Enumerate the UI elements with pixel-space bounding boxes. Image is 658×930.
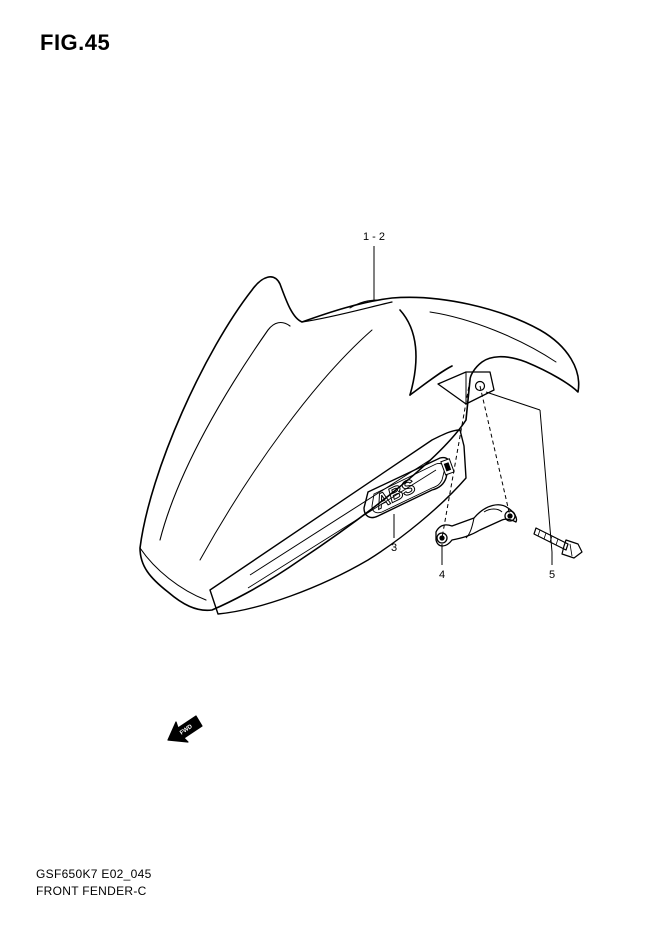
figure-title: FIG.45 bbox=[40, 30, 111, 55]
section-name: FRONT FENDER-C bbox=[36, 884, 147, 898]
callout-1-2: 1 - 2 bbox=[363, 231, 385, 243]
assembly-guide-lines bbox=[441, 379, 511, 539]
callout-leader-lines bbox=[373, 246, 553, 565]
callout-4: 4 bbox=[439, 569, 445, 581]
fender-side-panel bbox=[209, 429, 467, 615]
front-fender bbox=[139, 276, 580, 612]
bolt bbox=[533, 527, 583, 559]
abs-emblem: ABS bbox=[363, 456, 455, 519]
callout-3: 3 bbox=[391, 542, 397, 554]
fwd-arrow-icon: FWD bbox=[167, 715, 203, 743]
callout-5: 5 bbox=[549, 569, 555, 581]
model-code: GSF650K7 E02_045 bbox=[36, 867, 152, 881]
clamp-bracket bbox=[435, 504, 518, 547]
